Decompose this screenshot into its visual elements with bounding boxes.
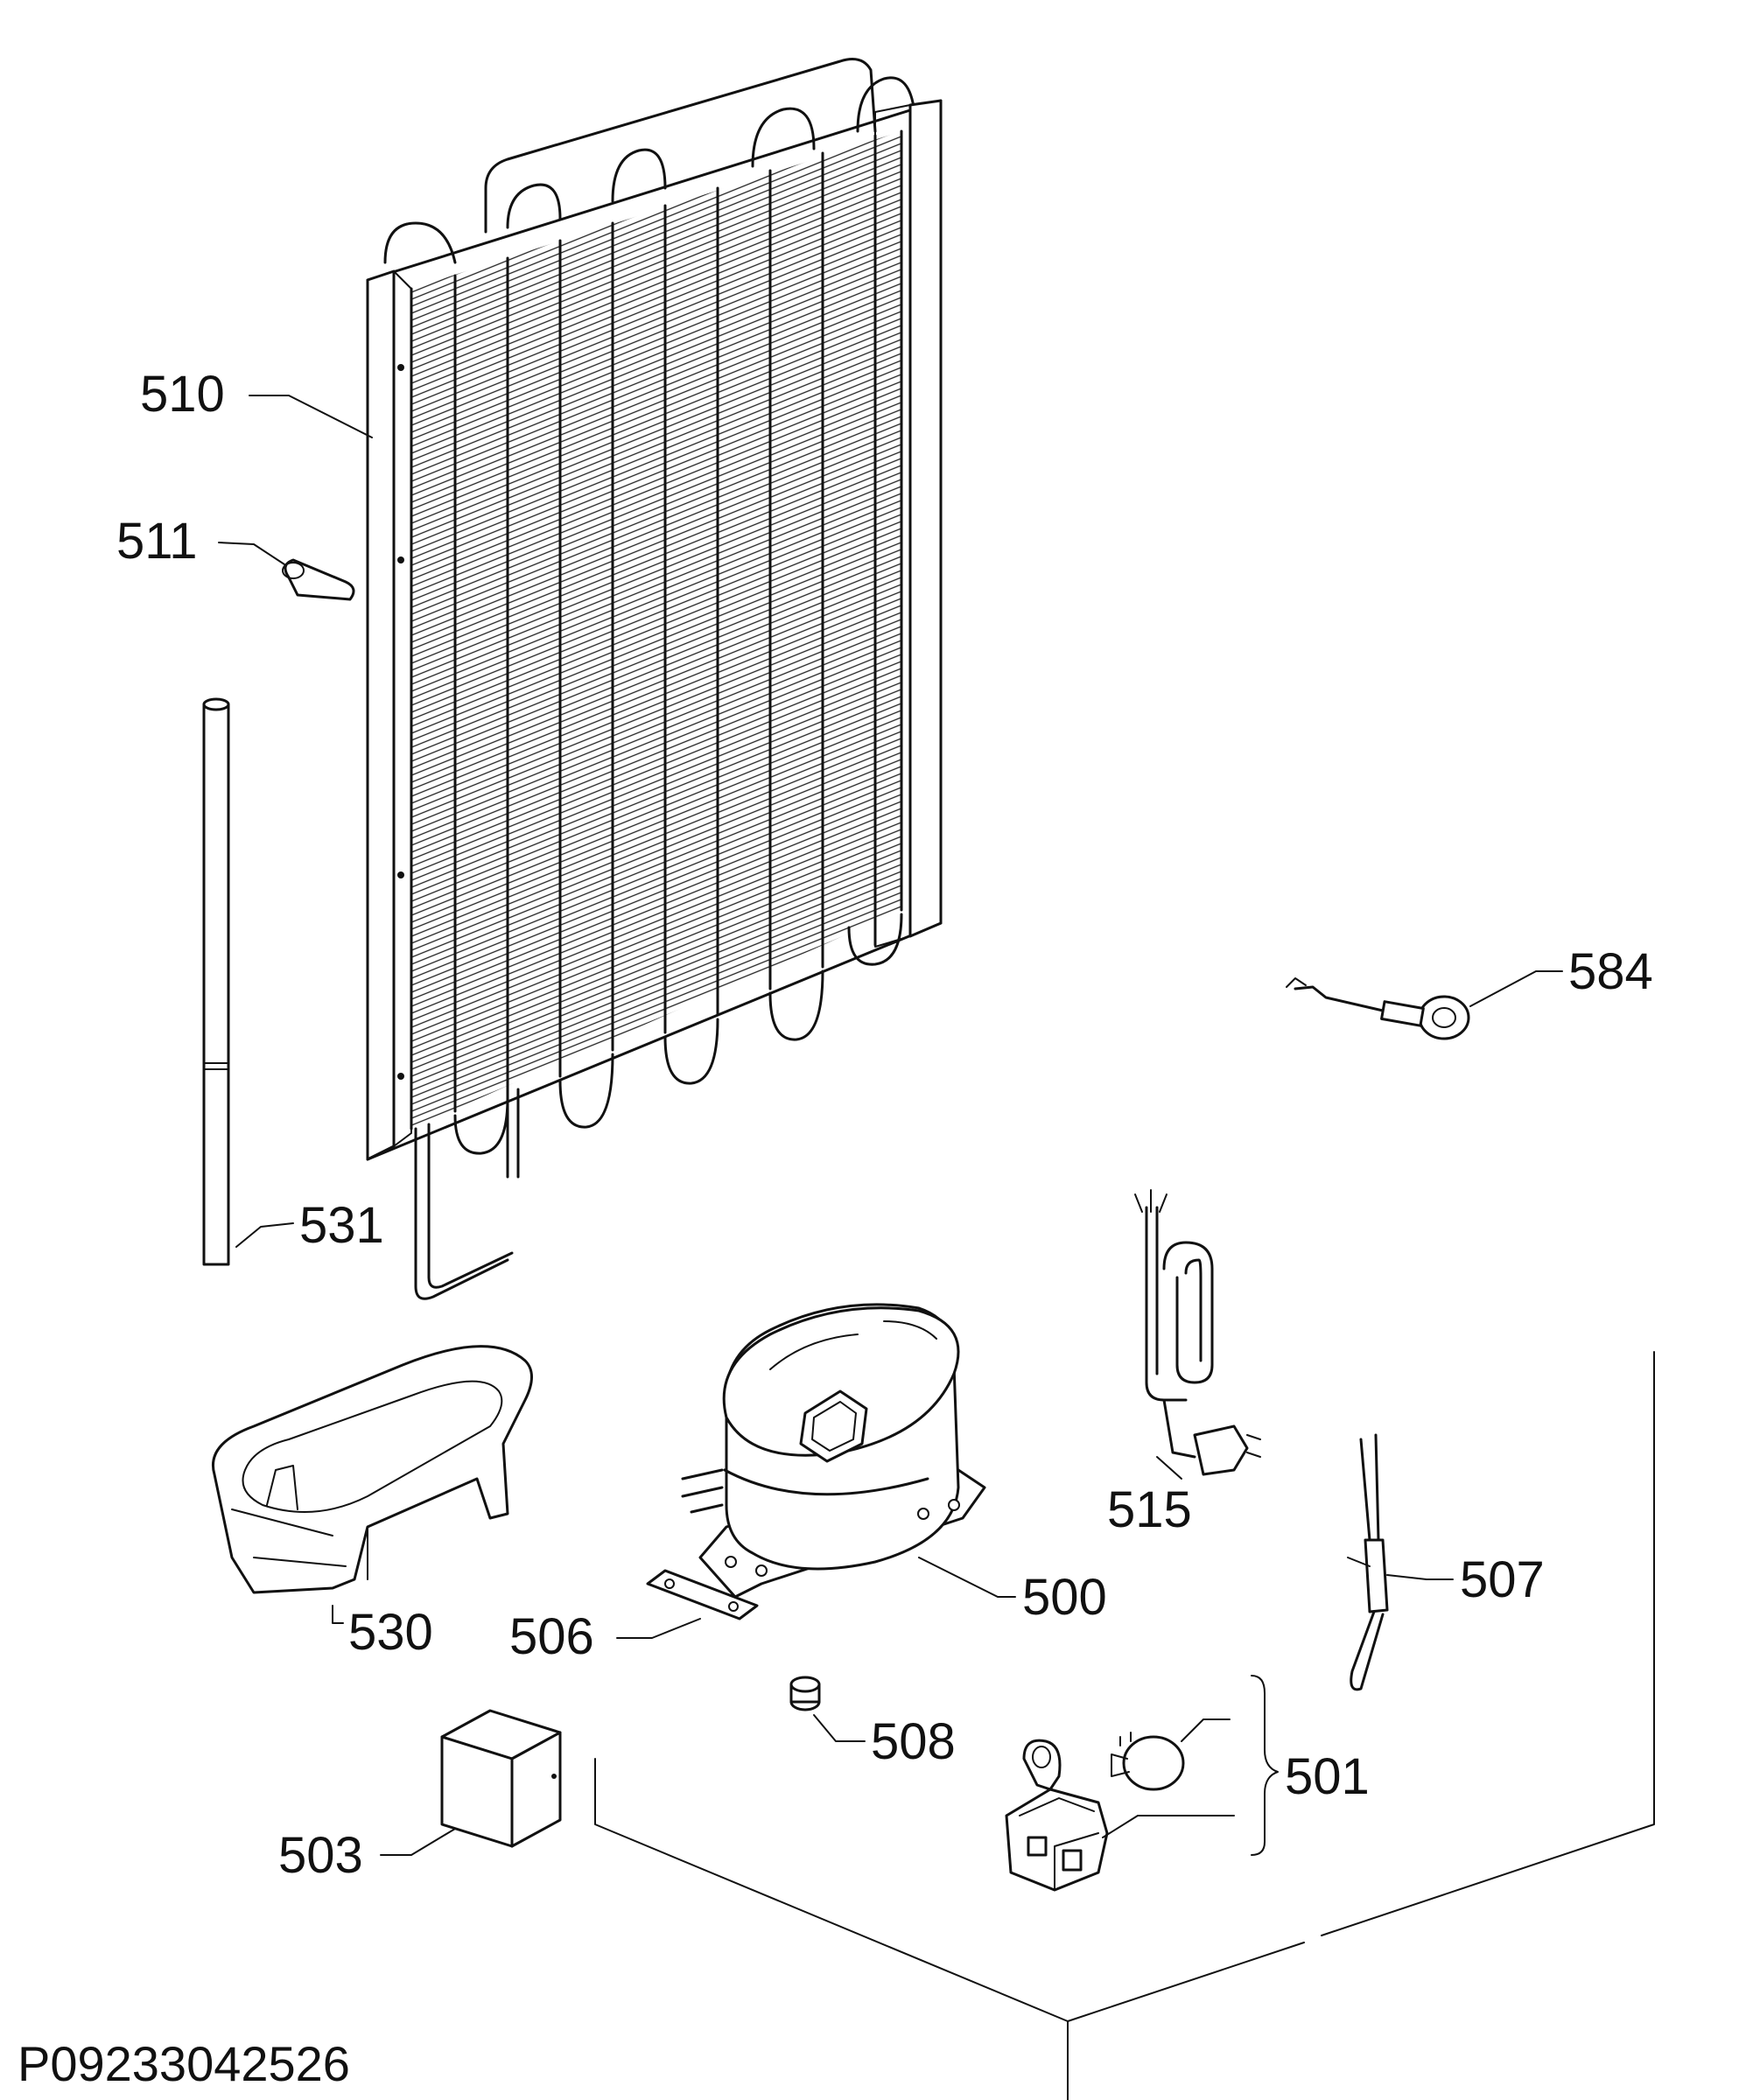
callout-511: 511 (116, 513, 197, 570)
callout-531: 531 (299, 1197, 384, 1254)
drawing-code: P09233042526 (18, 2036, 350, 2091)
grommet-cable-part (1286, 977, 1470, 1040)
callout-500: 500 (1022, 1569, 1107, 1626)
sensor-part (1347, 1433, 1389, 1691)
compressor-part (681, 1303, 986, 1599)
callout-506: 506 (509, 1608, 594, 1665)
condenser-part (366, 58, 943, 1300)
drip-tray-part (212, 1345, 533, 1594)
base-frame-outline (594, 1351, 1655, 2100)
callout-515: 515 (1107, 1481, 1192, 1538)
callout-508: 508 (871, 1713, 956, 1770)
mounting-strip-part (646, 1569, 759, 1620)
grommet-part (789, 1676, 821, 1712)
clip-part (282, 558, 355, 601)
callout-530: 530 (348, 1604, 433, 1661)
callout-501: 501 (1285, 1748, 1370, 1805)
callout-503: 503 (278, 1827, 363, 1884)
heater-coil-part (1134, 1189, 1261, 1476)
drain-tube-part (202, 697, 230, 1266)
callout-584: 584 (1568, 943, 1653, 1000)
leader-lines (218, 395, 1563, 1856)
relay-part (1005, 1732, 1185, 1892)
capacitor-part (440, 1709, 562, 1848)
callout-510: 510 (140, 366, 225, 423)
callout-507: 507 (1460, 1551, 1545, 1608)
